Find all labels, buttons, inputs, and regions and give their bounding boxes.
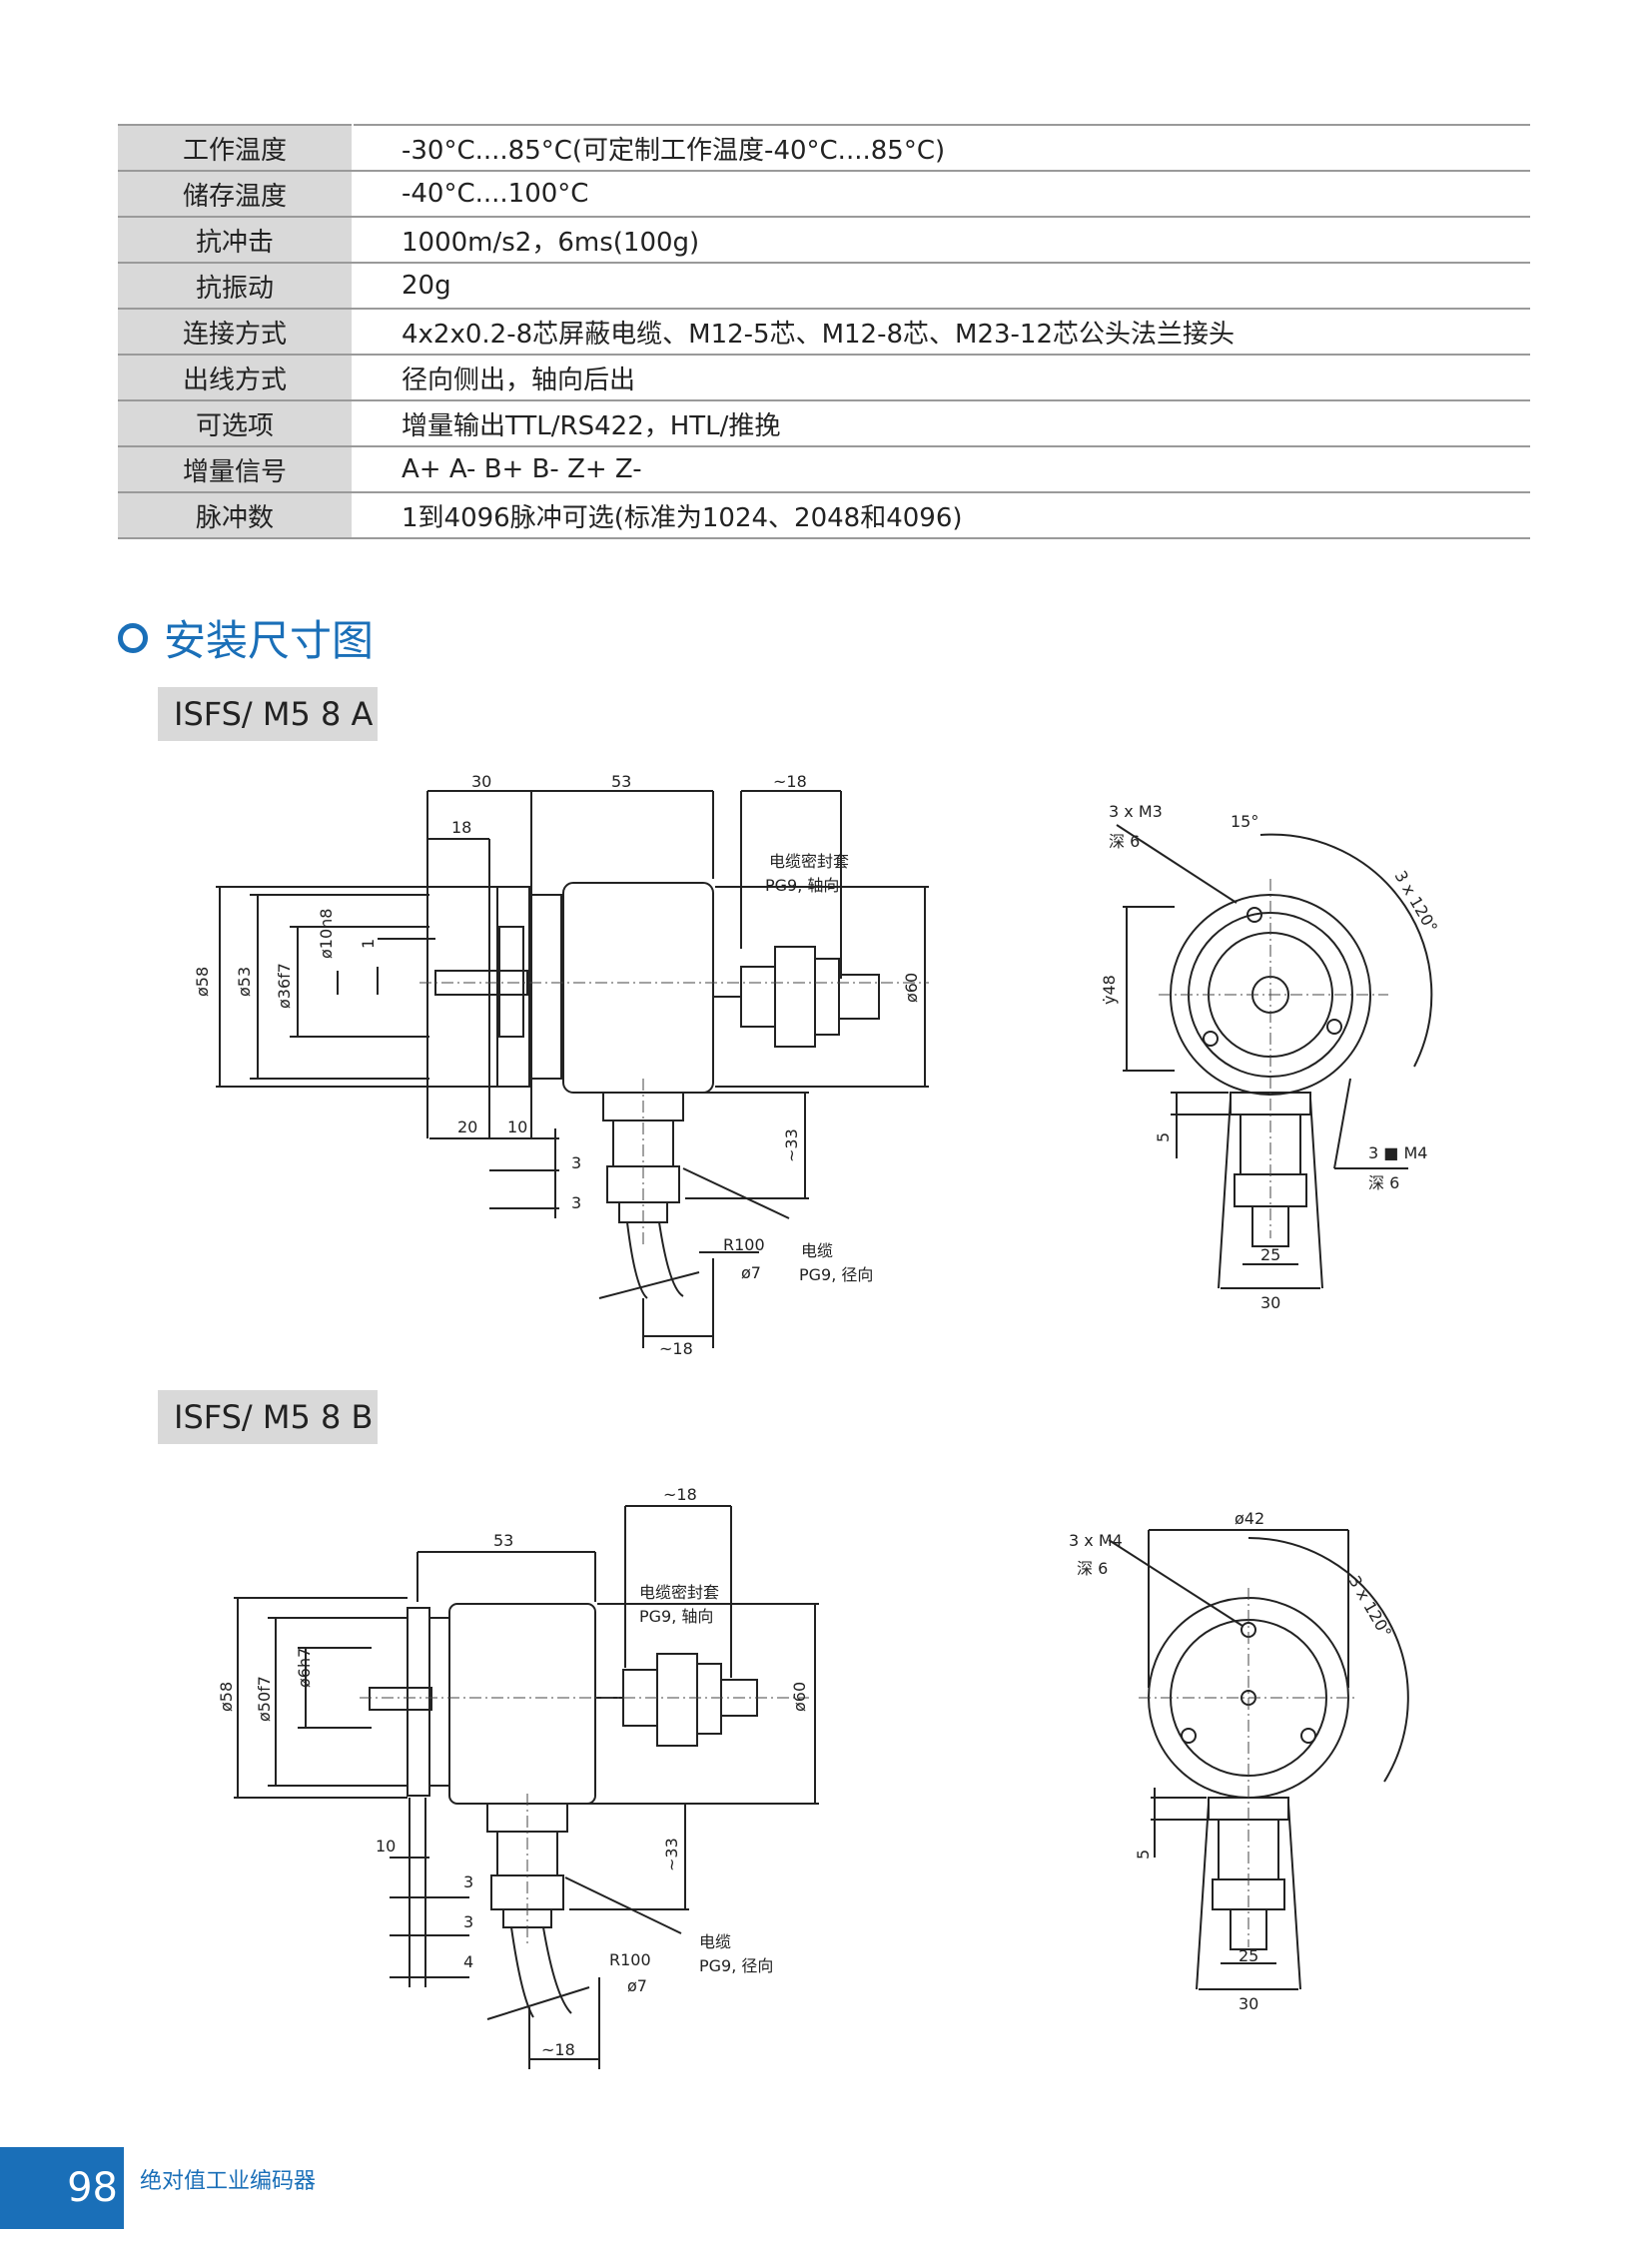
dimension-label: PG9, 径向: [699, 1956, 773, 1975]
dimension-label: ø58: [217, 1682, 236, 1712]
dimension-label: ø7: [627, 1976, 647, 1995]
dimension-label: ~18: [663, 1485, 697, 1504]
dimension-label: ø58: [193, 967, 212, 997]
spec-label: 脉冲数: [118, 492, 354, 539]
spec-label: 连接方式: [118, 309, 354, 356]
dimension-label: ø42: [1235, 1509, 1264, 1528]
dimension-label: 3 x M3: [1109, 802, 1163, 821]
dimension-label: ø36f7: [275, 963, 294, 1009]
dimension-label: R100: [609, 1950, 651, 1969]
spec-label: 出线方式: [118, 355, 354, 401]
dimension-label: 3 x M4: [1069, 1531, 1123, 1550]
dimension-label: 深 6: [1109, 832, 1140, 851]
dimension-label: 3: [571, 1153, 581, 1172]
dimension-label: ø60: [902, 973, 921, 1003]
dimension-label: 3: [463, 1872, 473, 1891]
dimension-label: 电缆密封套: [639, 1583, 719, 1602]
section-title: 安装尺寸图: [164, 616, 375, 665]
dimension-label: 深 6: [1368, 1173, 1399, 1192]
dimension-label: 25: [1239, 1946, 1258, 1965]
dimension-label: 3 ■ M4: [1368, 1143, 1427, 1162]
dimension-label: 3: [463, 1912, 473, 1931]
dimension-label: ø10h8: [317, 909, 336, 959]
dimension-label: 53: [611, 772, 631, 791]
spec-value: 20g: [353, 263, 1530, 310]
dimension-label: 30: [471, 772, 491, 791]
dimension-label: ~18: [541, 2040, 575, 2059]
dimension-label: 15°: [1231, 812, 1258, 831]
circle-bullet-icon: [118, 622, 148, 653]
dimension-label: 深 6: [1077, 1559, 1108, 1578]
spec-label: 增量信号: [118, 446, 354, 493]
spec-value: 1到4096脉冲可选(标准为1024、2048和4096): [353, 492, 1530, 539]
dimension-label: 25: [1260, 1245, 1280, 1264]
page-number: 98: [0, 2147, 124, 2229]
dimension-label: ø50f7: [255, 1676, 274, 1722]
dimension-label: ~18: [773, 772, 807, 791]
drawing-a-front: [1116, 824, 1433, 1289]
dimension-label: 30: [1260, 1293, 1280, 1312]
dimension-label: 3: [571, 1193, 581, 1212]
dimension-label: ~18: [659, 1339, 693, 1358]
dimension-label: 18: [451, 818, 471, 837]
dimension-label: 30: [1239, 1994, 1258, 2013]
spec-value: 1000m/s2，6ms(100g): [353, 217, 1530, 264]
drawing-b-side: [234, 1505, 819, 2069]
spec-label: 可选项: [118, 400, 354, 447]
spec-label: 储存温度: [118, 171, 354, 218]
drawing-b-side-labels: ~18 53 ø58 ø50f7 ø6h7 ø60 10 3 3 4 ~33 R…: [217, 1485, 809, 2059]
dimension-label: ~33: [782, 1128, 801, 1162]
dimension-label: PG9, 轴向: [765, 876, 839, 895]
spec-value: 4x2x0.2-8芯屏蔽电缆、M12-5芯、M12-8芯、M23-12芯公头法兰…: [353, 309, 1530, 356]
spec-label: 抗振动: [118, 263, 354, 310]
dimension-label: 3 x 120°: [1345, 1573, 1396, 1642]
spec-label: 抗冲击: [118, 217, 354, 264]
dimension-label: PG9, 轴向: [639, 1607, 713, 1626]
dimension-label: 10: [376, 1837, 396, 1856]
spec-row: 出线方式径向侧出，轴向后出: [118, 355, 1530, 401]
dimension-label: 电缆: [801, 1241, 833, 1260]
spec-row: 工作温度-30°C....85°C(可定制工作温度-40°C....85°C): [118, 124, 1530, 172]
section-heading: 安装尺寸图: [118, 607, 374, 668]
spec-value: -30°C....85°C(可定制工作温度-40°C....85°C): [353, 124, 1530, 172]
dimension-label: 20: [457, 1118, 477, 1136]
drawing-a-side-labels: 30 53 ~18 18 ø58 ø53 ø36f7 ø10h8 1 ø60 2…: [193, 772, 921, 1358]
spec-value: A+ A- B+ B- Z+ Z-: [353, 446, 1530, 493]
spec-value: 增量输出TTL/RS422，HTL/推挽: [353, 400, 1530, 447]
dimension-label: ø7: [741, 1263, 761, 1282]
spec-row: 储存温度-40°C....100°C: [118, 171, 1530, 218]
dimension-label: 10: [507, 1118, 527, 1136]
spec-row: 可选项增量输出TTL/RS422，HTL/推挽: [118, 400, 1530, 447]
dimension-label: 53: [493, 1531, 513, 1550]
dimension-label: 电缆密封套: [769, 852, 849, 871]
spec-label: 工作温度: [118, 124, 354, 172]
model-a-label: ISFS/ M5 8 A: [158, 687, 378, 741]
dimension-label: ø6h7: [295, 1648, 314, 1688]
spec-value: -40°C....100°C: [353, 171, 1530, 218]
dimension-label: 5: [1154, 1132, 1173, 1142]
dimension-label: PG9, 径向: [799, 1265, 873, 1284]
dimension-label: R100: [723, 1235, 765, 1254]
footer-title: 绝对值工业编码器: [140, 2169, 317, 2194]
model-b-label: ISFS/ M5 8 B: [158, 1390, 378, 1444]
dimension-label: ẏ48: [1100, 975, 1119, 1005]
spec-value: 径向侧出，轴向后出: [353, 355, 1530, 401]
dimension-label: 电缆: [699, 1932, 731, 1951]
drawing-b-front-labels: ø42 3 x M4 深 6 3 x 120° 5 25 30: [1069, 1509, 1395, 2013]
dimension-label: 4: [463, 1952, 473, 1971]
dimension-label: ø53: [235, 967, 254, 997]
spec-table: 工作温度-30°C....85°C(可定制工作温度-40°C....85°C)储…: [118, 124, 1530, 539]
dimension-label: ø60: [790, 1682, 809, 1712]
dimension-label: 1: [359, 939, 378, 949]
dimension-label: ~33: [662, 1838, 681, 1871]
dimension-label: 5: [1134, 1850, 1153, 1860]
